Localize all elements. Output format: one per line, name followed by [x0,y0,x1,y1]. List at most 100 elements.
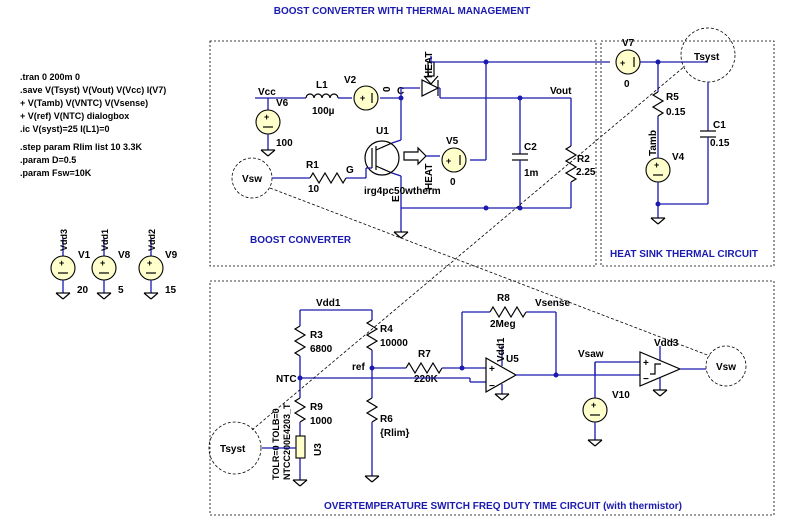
l1-value: 100µ [312,106,335,117]
v6-name: V6 [276,98,289,109]
directive-line: + V(ref) V(NTC) dialogbox [20,111,129,121]
svg-text:−: − [643,374,649,385]
resistor-r2[interactable] [564,145,578,183]
u1-model: irg4pc50wtherm [364,186,441,197]
boost-converter-circuit: Vcc + V6 100 L1 100µ + V2 0 C HEAT [231,52,610,239]
heatsink-circuit: + V7 0 Tsyst R5 0.15 + Tamb V4 C1 0.15 [615,27,736,225]
resistor-r7[interactable] [405,361,443,375]
v2-value: 0 [382,86,393,92]
supply-v1[interactable]: + Vdd3 V1 20 [50,229,91,300]
ref-net-label: ref [352,362,365,373]
net-label-g: G [346,165,354,176]
vsw-net-label: Vsw [242,174,262,185]
r8-value: 2Meg [490,319,516,330]
directive-line: .tran 0 200m 0 [20,72,80,82]
r1-value: 10 [308,184,320,195]
supply-net-label: Vdd2 [147,229,157,251]
r3-name: R3 [310,330,323,341]
c1-value: 0.15 [710,138,730,149]
v5-name: V5 [446,136,459,147]
c2-name: C2 [524,142,537,153]
inductor-l1[interactable] [305,93,339,99]
page-title: BOOST CONVERTER WITH THERMAL MANAGEMENT [274,6,530,17]
tamb-net-label: Tamb [648,130,659,156]
thermistor-u3[interactable] [295,435,306,459]
ntc-part-label: NTCC200E4203_T [282,403,292,480]
c2-value: 1m [524,168,539,179]
directive-line: .param Fsw=10K [20,168,92,178]
resistor-r4[interactable] [365,319,379,351]
r7-name: R7 [418,349,431,360]
diode[interactable] [421,79,440,97]
spice-directives: .tran 0 200m 0 .save V(Tsyst) V(Vout) V(… [20,72,166,178]
vdd3-net-label: Vdd3 [654,338,679,349]
directive-line: .save V(Tsyst) V(Vout) V(Vcc) I(V7) [20,85,166,95]
u1-name: U1 [376,126,389,137]
resistor-r3[interactable] [293,325,307,357]
svg-text:+: + [591,400,596,410]
svg-text:+: + [147,258,152,268]
net-label-vout: Vout [550,86,572,97]
r4-value: 10000 [380,338,408,349]
supply-net-label: Vdd3 [59,229,69,251]
u5-name: U5 [506,354,519,365]
igbt-u1[interactable] [364,140,400,176]
resistor-r8[interactable] [489,305,527,319]
comparator[interactable] [639,351,682,387]
v4-name: V4 [672,152,685,163]
resistor-r1[interactable] [309,171,347,185]
opamp-u5[interactable] [485,356,518,394]
svg-text:+: + [489,364,495,375]
supply-name: V9 [165,250,178,261]
resistor-r6[interactable] [365,397,379,423]
u3-name: U3 [313,443,324,456]
r1-name: R1 [306,160,319,171]
overtemp-block-label: OVERTEMPERATURE SWITCH FREQ DUTY TIME CI… [324,501,682,512]
boost-converter-block [209,40,597,267]
heatsink-block [600,40,775,267]
svg-text:+: + [264,112,269,122]
supply-v8[interactable]: + Vdd1 V8 5 [91,229,131,300]
heatsink-block-label: HEAT SINK THERMAL CIRCUIT [610,249,758,260]
v6-value: 100 [276,138,293,149]
r5-name: R5 [666,92,679,103]
r3-value: 6800 [310,344,333,355]
supply-name: V1 [78,250,91,261]
r7-value: 220K [414,374,439,385]
u5-supply-label: Vdd1 [496,337,507,362]
resistor-r9[interactable] [293,397,307,423]
supply-v9[interactable]: + Vdd2 V9 15 [138,229,178,300]
source-v5[interactable] [441,147,467,173]
overtemp-circuit: Vdd1 R3 6800 NTC R9 1000 U3 NTCC200E4203… [208,293,747,487]
supply-value: 20 [77,285,89,296]
diode-heat-label: HEAT [424,52,435,78]
svg-text:+: + [643,358,649,369]
directive-line: .param D=0.5 [20,155,76,165]
svg-text:−: − [489,381,495,392]
igbt-heat-label: HEAT [424,164,435,190]
tsyst-net-label-2: Tsyst [220,444,246,455]
resistor-r5[interactable] [651,91,665,117]
directive-line: .step param Rlim list 10 3.3K [20,142,143,152]
v7-value: 0 [624,79,630,90]
tsyst-net-label: Tsyst [694,52,720,63]
svg-text:+: + [446,156,451,166]
r6-value: {Rlim} [380,428,410,439]
net-link-vsw [269,187,711,357]
ntc-tolerance-label: TOLR=0 TOLB=0 [271,408,281,480]
svg-text:+: + [654,160,659,170]
overtemp-block [209,280,775,516]
directive-line: + V(Tamb) V(VNTC) V(Vsense) [20,98,148,108]
svg-text:+: + [360,93,365,103]
tsyst-net-tag-2 [208,421,262,475]
boost-block-label: BOOST CONVERTER [250,235,352,246]
svg-text:+: + [100,258,105,268]
source-v2[interactable] [353,85,379,111]
ntc-net-label: NTC [276,374,297,385]
vsw-net-tag-2 [705,345,747,387]
r6-name: R6 [380,414,393,425]
vdd1-net-label: Vdd1 [316,298,341,309]
net-link-tsyst [251,65,686,431]
supply-value: 5 [118,285,124,296]
vsaw-net-label: Vsaw [578,349,604,360]
